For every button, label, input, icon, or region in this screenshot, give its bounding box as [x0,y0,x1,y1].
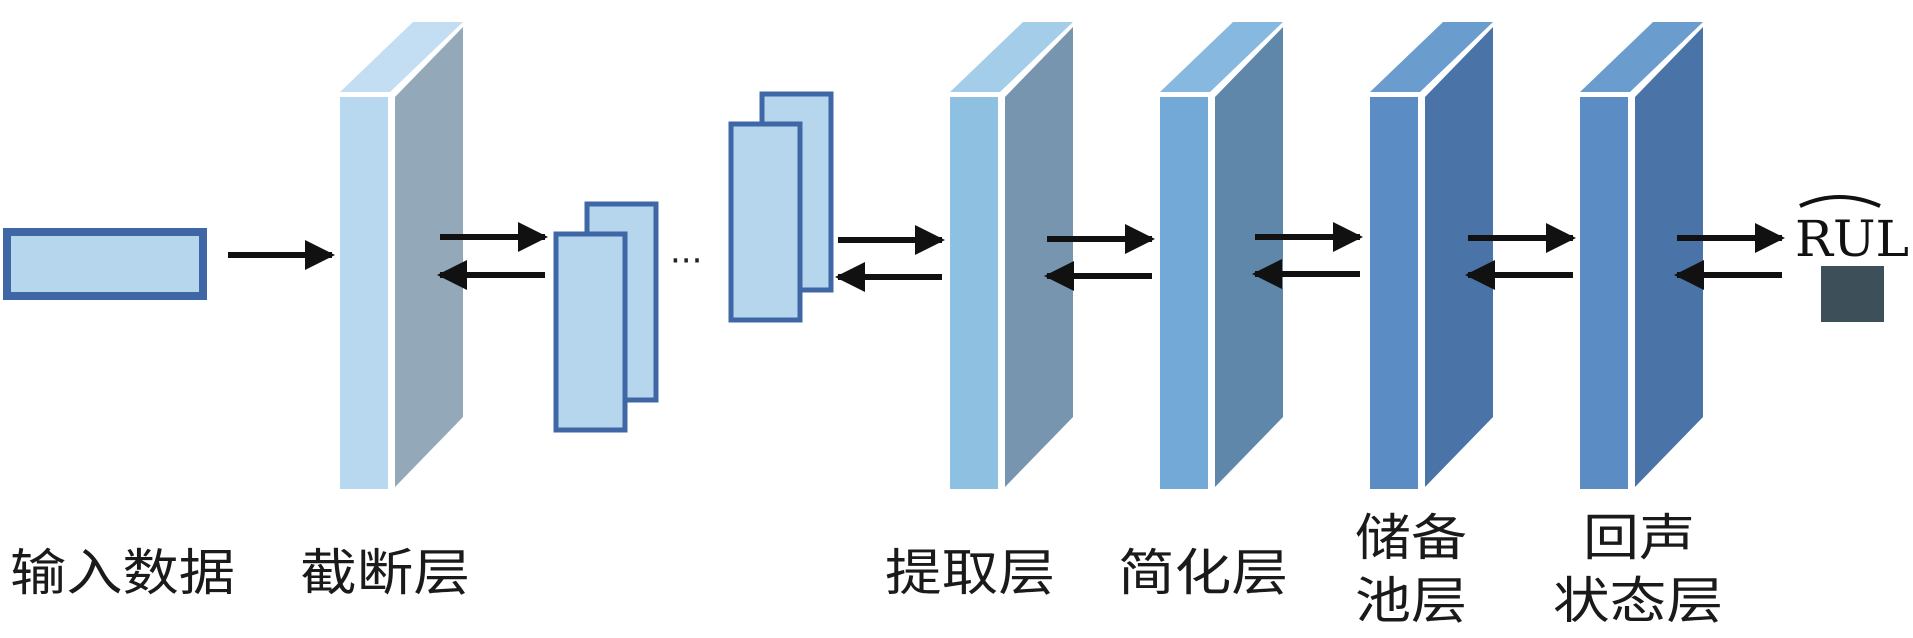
feature-map-front [553,231,628,433]
output-block [1821,266,1884,322]
reservoir-layer-side [1425,27,1493,487]
label-echo-state-layer-line2: 状态层 [1553,572,1723,630]
simplification-layer-side [1215,27,1283,487]
reservoir-layer-slab [1370,22,1493,489]
extraction-layer-top [950,22,1073,92]
reservoir-layer-front [1370,97,1418,489]
reservoir-layer-top [1370,22,1493,92]
ellipsis: ··· [670,241,702,281]
echo-state-layer-top [1580,22,1703,92]
echo-state-layer-side [1635,27,1703,487]
extraction-layer-front [950,97,998,489]
output-label: RUL [1795,210,1909,268]
label-truncation-layer: 截断层 [300,544,470,602]
truncation-layer-top [340,22,463,92]
arrows [228,222,1785,292]
extraction-layer-slab [950,22,1073,489]
input-data-block [3,228,207,300]
feature-map-pair-2 [728,91,834,323]
echo-state-layer-slab [1580,22,1703,489]
label-extraction-layer: 提取层 [885,544,1055,602]
label-echo-state-layer-line1: 回声 [1583,509,1695,567]
extraction-layer-side [1005,27,1073,487]
label-simplification-layer: 简化层 [1118,544,1288,602]
truncation-layer-side [395,27,463,487]
rul-hat-icon [1799,195,1881,208]
truncation-layer-slab [340,22,463,489]
feature-map-front [728,121,803,323]
label-reservoir-layer-line1: 储备 [1355,509,1467,567]
simplification-layer-slab [1160,22,1283,489]
simplification-layer-front [1160,97,1208,489]
feature-map-pair-1 [553,201,659,433]
truncation-layer-front [340,97,388,489]
simplification-layer-top [1160,22,1283,92]
echo-state-layer-front [1580,97,1628,489]
label-reservoir-layer-line2: 池层 [1355,572,1467,630]
label-input-data: 输入数据 [10,544,235,602]
